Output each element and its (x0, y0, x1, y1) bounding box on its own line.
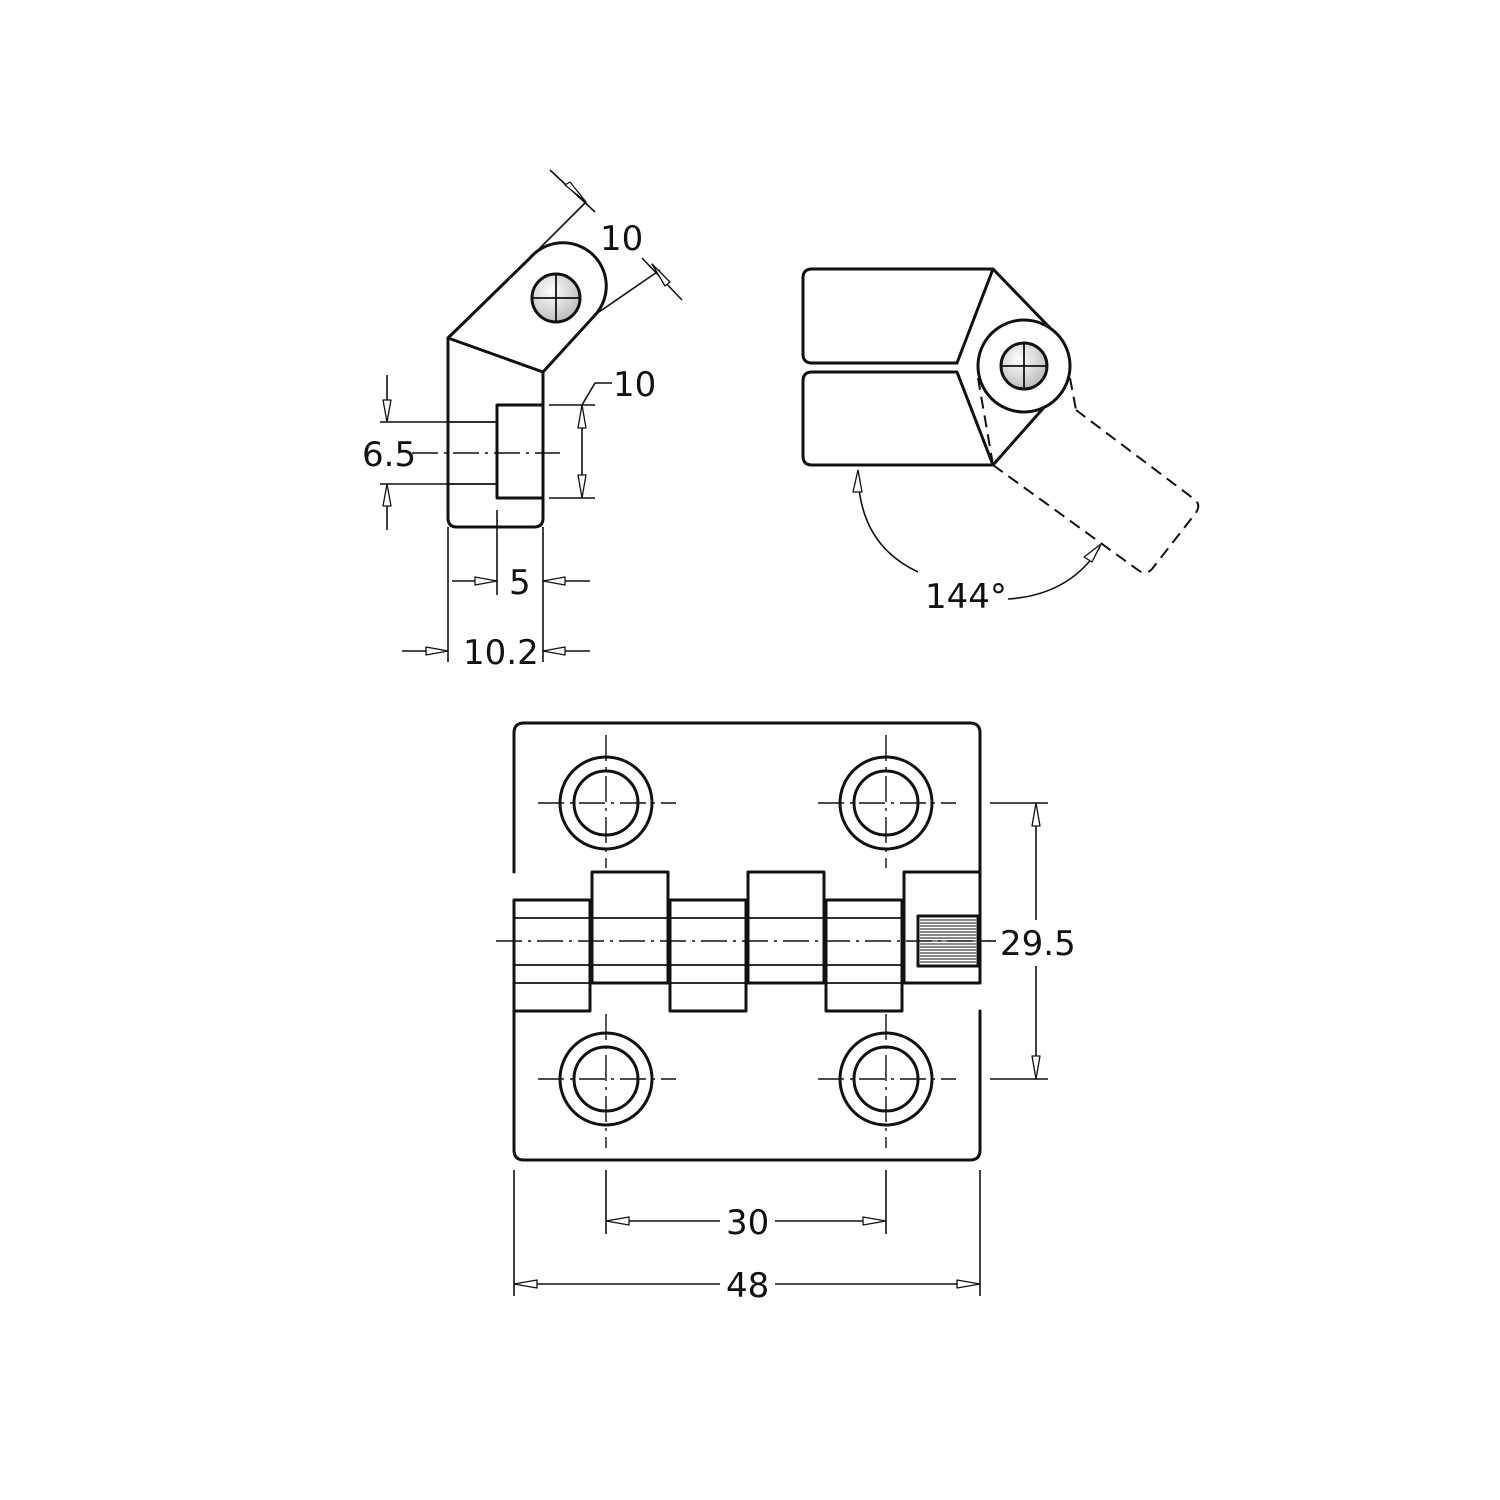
dimension-label: 30 (726, 1203, 769, 1243)
dimension-thickness: 10.2 (402, 633, 590, 673)
dimension-hole-pitch-vertical: 29.5 (980, 802, 1076, 1080)
front-view-bottom-leaf (512, 1009, 982, 1162)
dimension-label: 10.2 (463, 633, 539, 673)
dimension-open-angle: 144° (852, 469, 1102, 617)
open-view-rotated-leaf-hidden (977, 377, 1200, 574)
side-view-counterbore (495, 403, 545, 500)
open-angle-view: 144° (801, 267, 1200, 617)
screw-hole (538, 735, 676, 868)
screw-hole (538, 1014, 676, 1148)
side-view-fold-line (446, 336, 545, 374)
dimension-bore: 6.5 (362, 375, 448, 530)
dimension-label: 5 (509, 563, 531, 603)
dimension-hole-pitch-horizontal: 30 (605, 1170, 887, 1243)
dimension-label: 10 (600, 219, 643, 259)
side-view-outline (446, 241, 608, 529)
knuckle (512, 898, 592, 1013)
knuckle (590, 870, 670, 985)
dimension-label: 144° (925, 577, 1007, 617)
screw-hole (818, 735, 956, 868)
side-view: 10 10 6.5 (362, 169, 683, 673)
front-view: 29.5 30 48 (496, 721, 1076, 1306)
open-view-pin (999, 341, 1049, 391)
side-view-pin (530, 272, 582, 324)
knuckle (746, 870, 826, 985)
screw-hole (818, 1014, 956, 1148)
dimension-label: 48 (726, 1266, 769, 1306)
front-view-top-leaf (512, 721, 982, 874)
dimension-label: 29.5 (1000, 924, 1076, 964)
dimension-overall-width: 48 (513, 1170, 981, 1306)
dimension-top-width: 10 (529, 169, 683, 315)
front-view-knuckles (512, 870, 982, 1013)
knuckle (902, 870, 982, 985)
knuckle (824, 898, 904, 1013)
dimension-counterbore-height: 10 (549, 365, 656, 499)
open-view-lower-leaf (801, 370, 995, 467)
dimension-label: 10 (613, 365, 656, 405)
dimension-label: 6.5 (362, 435, 416, 475)
knuckle (668, 898, 748, 1013)
dimension-step: 5 (447, 510, 590, 662)
